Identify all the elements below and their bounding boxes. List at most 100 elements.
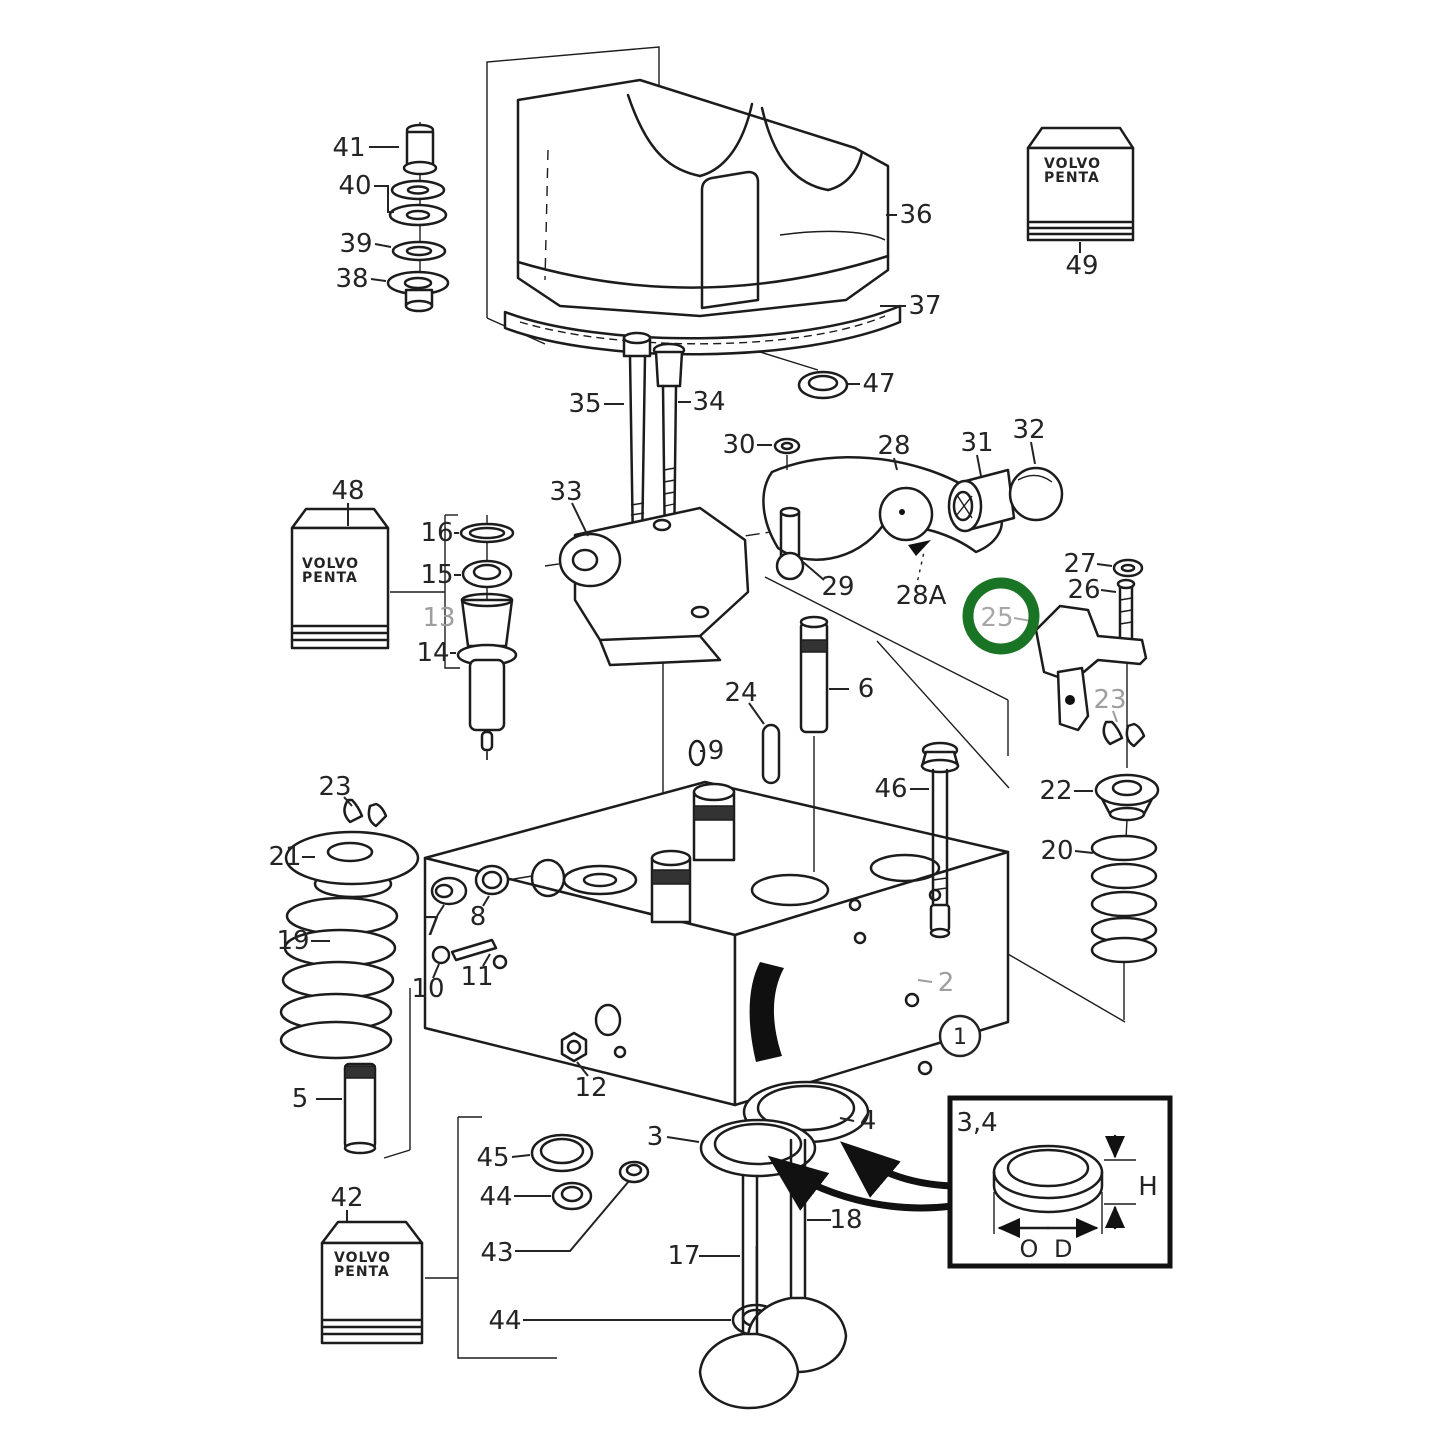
leader-line [436,904,445,917]
part-label-penta: PENTA [334,1264,390,1280]
part-label-13: 13 [422,603,455,633]
part-label-32: 32 [1012,415,1045,445]
part-label-2: 2 [938,968,955,998]
leader-line [666,1136,700,1143]
small-plugs-art [430,723,781,965]
leader-line [1096,563,1113,567]
part-label-18: 18 [829,1205,862,1235]
leader-line [1112,710,1118,723]
part-label-volvo: VOLVO [334,1250,391,1266]
part-label-45: 45 [476,1143,509,1173]
part-label-44: 44 [488,1306,521,1336]
leader-line [1100,589,1117,593]
part-label-42: 42 [330,1183,363,1213]
rocker-studs-art [622,331,686,558]
leader-lines-layer [302,146,1118,1321]
part-label-19: 19 [276,926,309,956]
bushing-ball-art [947,466,1064,533]
rocker-pedestal-art [558,506,750,667]
part-label-h: H [1138,1172,1158,1202]
part-label-48: 48 [331,476,364,506]
leader-line [515,1180,630,1252]
leader-line [370,278,387,282]
part-label-20: 20 [1040,836,1073,866]
part-label-40: 40 [338,171,371,201]
part-label-37: 37 [908,291,941,321]
highlight-ring-part-25 [962,577,1040,655]
leader-line [374,243,392,248]
injector-sleeve-art [456,522,518,760]
part-label-44: 44 [479,1182,512,1212]
rocker-arm-art [762,437,1003,589]
part-label-41: 41 [332,133,365,163]
part-label-16: 16 [420,518,453,548]
part-label-47: 47 [862,369,895,399]
part-label-volvo: VOLVO [302,556,359,572]
left-spring-art [279,798,420,1155]
part-label-39: 39 [339,229,372,259]
leader-line [511,1154,531,1158]
part-label-30: 30 [722,430,755,460]
part-label-27: 27 [1063,549,1096,579]
part-label-33: 33 [549,477,582,507]
leader-line [1030,441,1036,465]
part-label-24: 24 [724,678,757,708]
callouts-layer: 1 [938,577,1040,1058]
leader-line [1074,850,1094,854]
part-label-43: 43 [480,1238,513,1268]
part-label-volvo: VOLVO [1044,156,1101,172]
valve-cover-art [516,78,890,318]
part-label-23: 23 [318,772,351,802]
rocker-bracket-art [1034,558,1148,748]
valves-art [698,1138,848,1410]
circled-callout-1: 1 [938,1014,982,1058]
seat-detail-inset [767,1095,1173,1269]
part-label-3: 3 [647,1122,664,1152]
part-label-22: 22 [1039,776,1072,806]
right-spring-art [1090,773,1160,1020]
part-label-46: 46 [874,774,907,804]
leader-line [571,502,589,537]
part-label-36: 36 [899,200,932,230]
part-label-7: 7 [424,912,441,942]
part-label-49: 49 [1065,251,1098,281]
leader-line [482,895,490,907]
part-label-34: 34 [692,387,725,417]
part-label-26: 26 [1067,575,1100,605]
part-label-38: 38 [335,264,368,294]
leader-line [374,185,394,213]
part-label-21: 21 [268,842,301,872]
part-label-o-d: O D [1020,1235,1077,1263]
cylinder-head-art [423,780,1010,1107]
leader-line [893,457,898,471]
part-label-penta: PENTA [302,570,358,586]
leader-line [839,1117,855,1122]
part-label-6: 6 [858,674,875,704]
part-label-29: 29 [821,572,854,602]
leader-line [976,454,982,477]
part-label-10: 10 [411,974,444,1004]
svg-text:1: 1 [953,1025,967,1050]
part-label-14: 14 [416,638,449,668]
part-label-31: 31 [960,428,993,458]
part-label-5: 5 [292,1084,309,1114]
leader-line [482,953,491,967]
leader-line [343,796,353,807]
guide-and-bolt-art [799,615,960,939]
leader-line [432,963,440,979]
part-label-11: 11 [460,962,493,992]
part-label-12: 12 [574,1073,607,1103]
part-label-8: 8 [470,902,487,932]
seal-ring-47-art [797,370,849,400]
leader-line [748,702,765,725]
leader-line [917,979,933,983]
part-label-17: 17 [667,1241,700,1271]
part-label-23: 23 [1093,685,1126,715]
cap-nut-stack-art [386,123,450,313]
parts-kit-boxes-art [290,126,1135,1345]
part-label-3-4: 3,4 [956,1108,997,1138]
part-label-28a: 28A [896,581,947,611]
part-label-35: 35 [568,389,601,419]
